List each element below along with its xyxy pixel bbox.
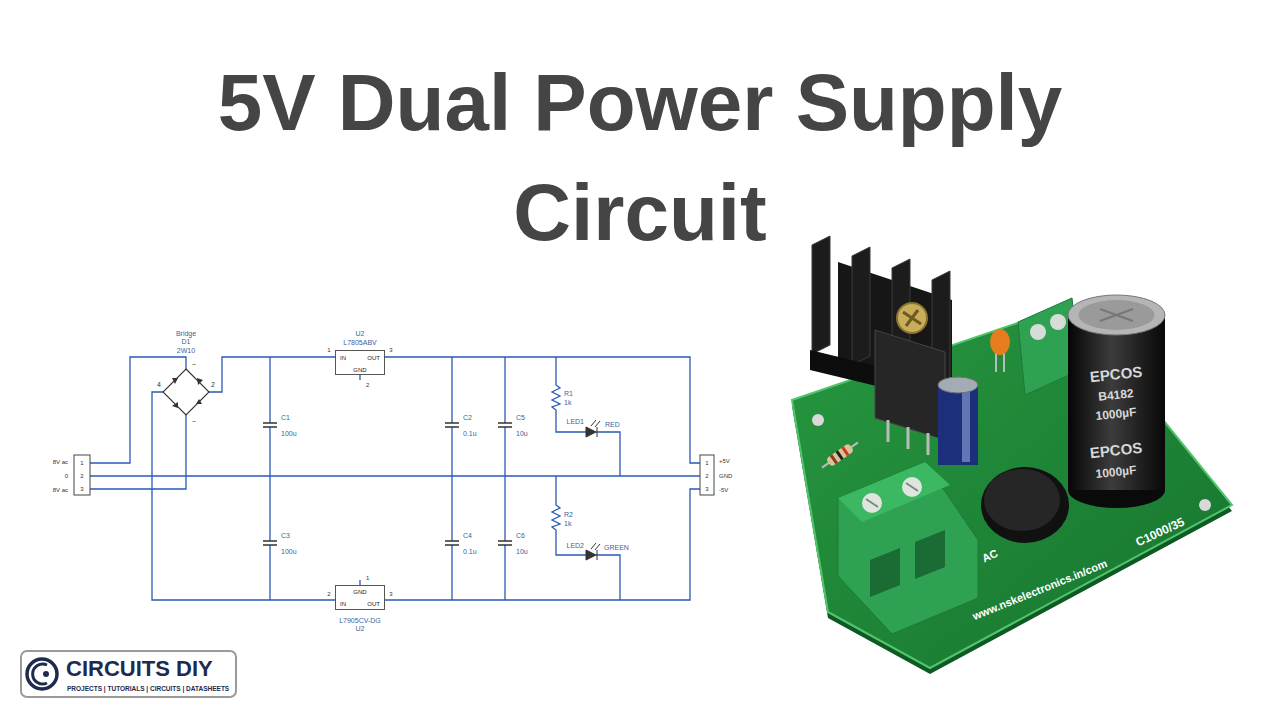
part-value: 10u [516,548,528,555]
part-value: 1k [564,520,571,527]
diagram-title: 5V Dual Power Supply Circuit [140,48,1140,268]
signal-name: 8V ac [53,459,68,465]
part-reference: D1 [182,338,191,345]
part-value: RED [605,421,620,428]
signal-name: -5V [719,487,728,493]
part-value: 0.1u [463,430,477,437]
signal-name: 8V ac [53,487,68,493]
regulator-box: GNDINOUTL7905CV-DGU2 [335,585,385,610]
capacitor-series: B4182 [1098,387,1134,403]
regulator-box: U2L7805ABVINOUTGND [335,350,385,375]
part-number: L7905CV-DG [339,617,381,624]
pin-number: 3 [389,347,392,353]
brand-name: CIRCUITS DIY [66,658,213,680]
pin-number: 2 [705,473,708,479]
pin-number: 2 [211,381,215,388]
pin-number: 4 [157,381,161,388]
brand-tagline: PROJECTS | TUTORIALS | CIRCUITS | DATASH… [67,686,229,693]
pin-number: 1 [366,575,369,581]
pin-number: 1 [80,460,83,466]
part-reference: LED1 [566,418,584,425]
part-value: 100u [281,548,297,555]
pin-name: GND [353,589,366,595]
pin-number: 2 [327,591,330,597]
part-reference: C1 [281,414,290,421]
part-reference: C3 [281,532,290,539]
part-value: 1k [564,399,571,406]
logo-box: CIRCUITS DIY PROJECTS | TUTORIALS | CIRCU… [20,650,237,698]
pin-number: 3 [80,486,83,492]
part-reference: C4 [463,532,472,539]
pin-number: 3 [705,486,708,492]
part-number: L7805ABV [343,339,376,346]
part-reference: C6 [516,532,525,539]
part-value: 0.1u [463,548,477,555]
part-type: Bridge [176,330,196,337]
pin-mark: ~ [192,418,196,425]
part-reference: R1 [564,390,573,397]
signal-name: +5V [719,458,730,464]
pin-number: 1 [327,347,330,353]
part-reference: R2 [564,511,573,518]
part-reference: C5 [516,414,525,421]
part-value: 10u [516,430,528,437]
pin-name: IN [340,601,346,607]
part-number: 2W10 [177,347,195,354]
pin-name: IN [340,355,346,361]
pin-number: 2 [80,473,83,479]
part-reference: U2 [356,330,365,337]
part-reference: U2 [356,625,365,632]
pin-mark: ~ [192,361,196,368]
pin-number: 2 [366,382,369,388]
pin-name: OUT [367,601,380,607]
signal-name: GND [719,473,732,479]
pin-name: OUT [367,355,380,361]
pin-number: 1 [705,460,708,466]
part-reference: LED2 [566,542,584,549]
pin-name: GND [353,367,366,373]
pin-number: 3 [389,591,392,597]
part-value: 100u [281,430,297,437]
part-reference: C2 [463,414,472,421]
part-value: GREEN [604,544,629,551]
signal-name: 0 [65,473,68,479]
